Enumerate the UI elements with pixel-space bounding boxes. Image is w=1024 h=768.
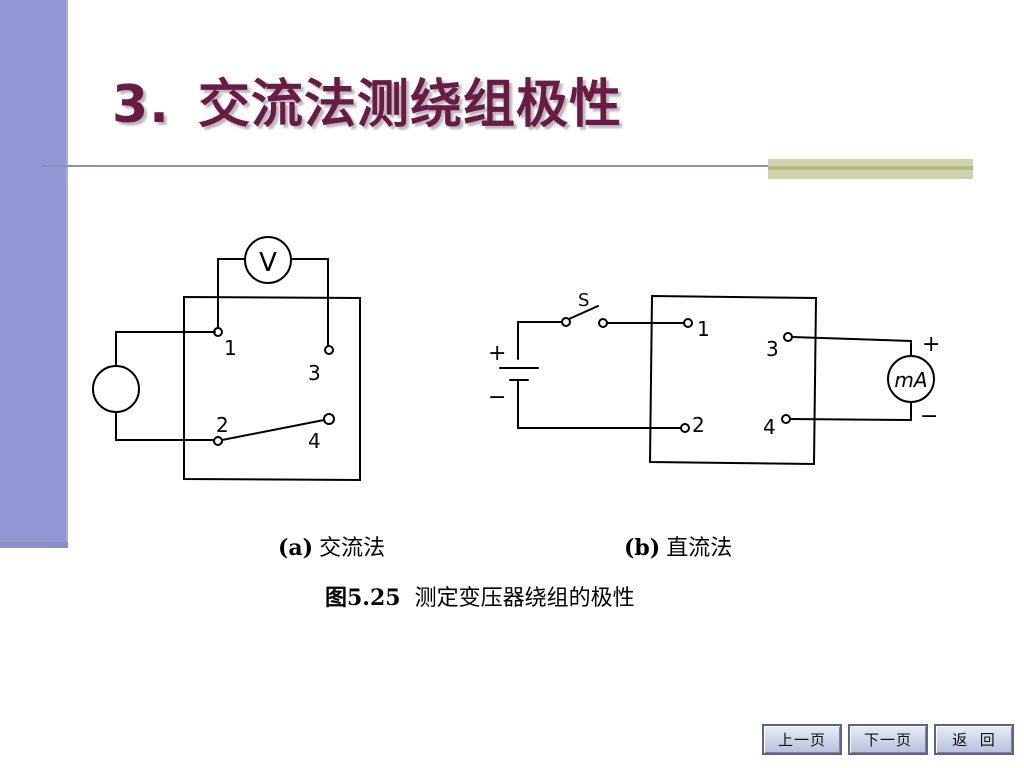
- terminal-b1-label: 1: [697, 317, 710, 341]
- next-page-button[interactable]: 下一页: [848, 724, 928, 755]
- terminal-b4-label: 4: [763, 415, 776, 439]
- diagram-b: S + − 1 2 3 4 mA + −: [488, 290, 940, 466]
- figure-caption: 图5.25 测定变压器绕组的极性: [325, 580, 635, 612]
- transformer-box-b: [648, 294, 818, 466]
- terminal-b4: [781, 414, 791, 424]
- side-decor-bar: [0, 0, 66, 545]
- terminal-a4: [323, 413, 335, 425]
- battery-minus-label: −: [488, 385, 506, 410]
- title-number: 3.: [112, 75, 170, 135]
- terminal-b3-label: 3: [766, 337, 779, 361]
- ammeter-wire: [789, 336, 912, 422]
- switch-contact-left: [561, 317, 571, 327]
- terminal-b2: [680, 423, 690, 433]
- caption-a-tag: (a): [278, 535, 314, 561]
- terminal-a3: [324, 345, 334, 355]
- terminal-b2-label: 2: [692, 413, 705, 437]
- title-divider: [42, 165, 972, 167]
- milliammeter-plus-label: +: [922, 332, 940, 357]
- ac-source-icon: [92, 365, 140, 413]
- milliammeter-label: mA: [894, 368, 927, 392]
- caption-b-text: 直流法: [666, 536, 733, 561]
- battery-wire: [517, 379, 682, 429]
- caption-b: (b)直流法: [624, 530, 732, 562]
- terminal-a3-label: 3: [308, 361, 321, 385]
- milliammeter-icon: [887, 355, 935, 403]
- accent-bar-line: [768, 166, 973, 170]
- figure-number: 图5.25: [325, 585, 401, 611]
- side-decor-bar-edge: [66, 0, 68, 548]
- terminal-b3: [783, 332, 793, 342]
- terminal-a4-label: 4: [308, 429, 321, 453]
- side-decor-bar-bottom: [0, 542, 68, 548]
- figure-caption-text: 测定变压器绕组的极性: [414, 586, 635, 611]
- caption-a: (a)交流法: [278, 530, 385, 562]
- voltmeter-label: V: [259, 248, 277, 278]
- diagram-a: V 1 2 3 4: [92, 236, 361, 482]
- battery-icon: [499, 367, 539, 381]
- title-text: 交流法测绕组极性: [197, 75, 622, 135]
- switch-contact-right: [598, 318, 608, 328]
- prev-page-button[interactable]: 上一页: [762, 724, 842, 755]
- terminal-b1: [683, 318, 693, 328]
- caption-a-text: 交流法: [319, 536, 386, 561]
- caption-b-tag: (b): [624, 535, 661, 561]
- switch-label: S: [578, 290, 589, 311]
- battery-plus-label: +: [488, 341, 506, 366]
- terminal-a2: [213, 436, 223, 446]
- terminal-a1: [213, 327, 223, 337]
- voltmeter-wire-a: [217, 258, 329, 346]
- jumper-wire-a: [221, 419, 325, 441]
- switch-wire-left: [517, 321, 563, 360]
- transformer-box-a: [183, 295, 361, 482]
- milliammeter-minus-label: −: [920, 404, 938, 429]
- switch-blade: [568, 305, 599, 320]
- terminal-a2-label: 2: [216, 413, 229, 437]
- terminal-a1-label: 1: [224, 336, 237, 360]
- ac-source-wire: [115, 331, 216, 441]
- voltmeter-icon: [244, 236, 292, 284]
- slide-title: 3. 交流法测绕组极性: [112, 62, 622, 137]
- back-button[interactable]: 返 回: [934, 724, 1014, 755]
